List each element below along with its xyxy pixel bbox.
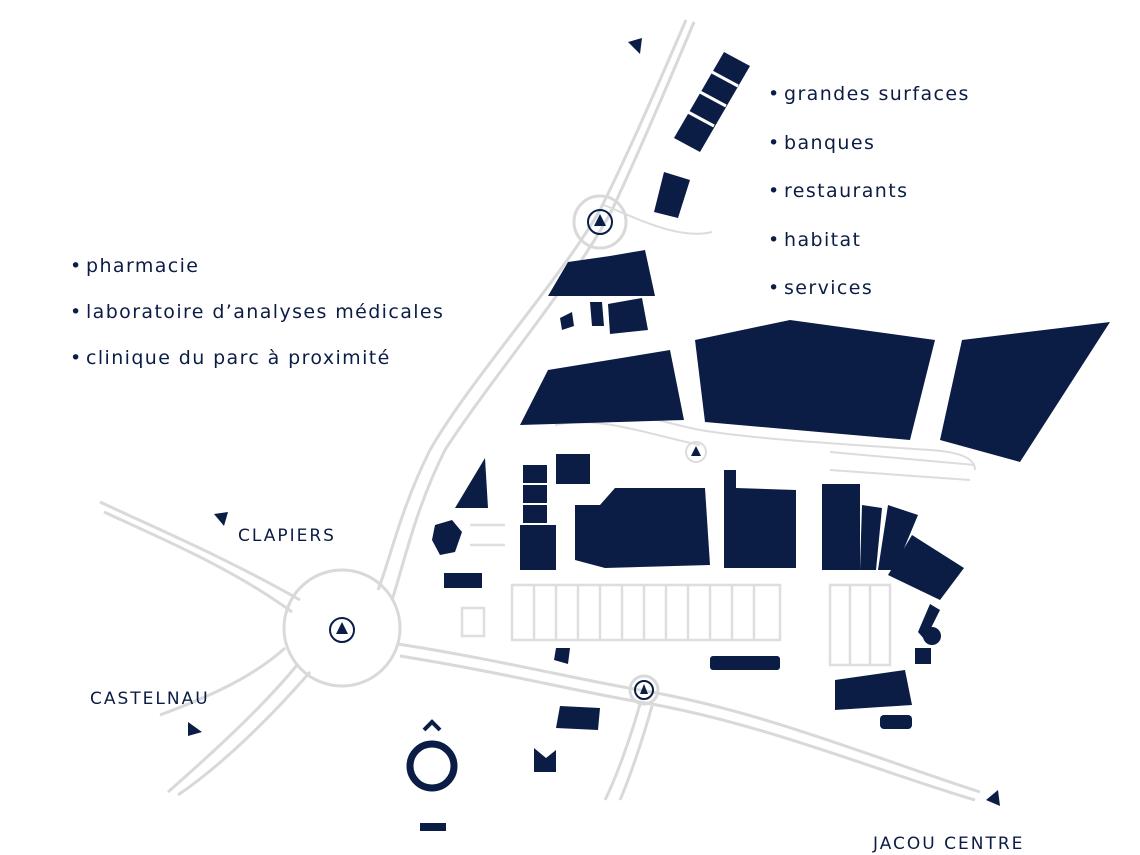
list-item: •laboratoire d’analyses médicales [70,301,445,323]
building [432,520,462,555]
road-network [99,19,981,802]
building [915,648,931,664]
direction-arrow-icon [214,512,228,526]
list-item: •grandes surfaces [768,83,970,105]
building [860,505,882,570]
place-label-jacou-centre: JACOU CENTRE [873,834,1025,854]
direction-arrow-icon [628,38,642,54]
list-item: •habitat [768,228,862,251]
building [608,298,648,334]
list-item: •restaurants [768,180,909,202]
building [590,302,604,326]
building [923,627,941,645]
building [554,648,570,664]
building [520,350,684,425]
building [654,172,690,218]
building [822,484,860,570]
building [520,525,556,570]
building [560,312,574,330]
building [880,715,912,729]
building [523,505,547,523]
building [556,706,600,730]
building [575,488,710,568]
building [534,748,556,772]
building [674,52,750,152]
building [695,320,935,440]
building [455,458,488,508]
services-list: •grandes surfaces •banques •restaurants … [768,82,970,325]
health-list: •pharmacie •laboratoire d’analyses médic… [70,254,444,392]
roundabout-icon [634,680,654,700]
list-item: •pharmacie [70,255,200,277]
logo-icon [406,719,458,831]
direction-arrow-icon [188,722,202,736]
building [888,535,964,600]
building [940,322,1110,462]
roundabout-icon [691,446,701,456]
building [878,505,918,570]
roundabout-icon [587,209,613,235]
parking-lot [460,523,892,667]
building [556,454,590,484]
list-item: •services [768,277,874,299]
list-item: •clinique du parc à proximité [70,347,391,369]
direction-arrow-icon [986,790,1000,806]
building [918,604,940,640]
roundabout-icon [329,617,355,643]
building [523,485,547,503]
building [523,465,547,483]
place-label-castelnau: CASTELNAU [90,689,210,709]
building [835,670,912,710]
building [710,656,780,670]
list-item: •banques [768,131,876,154]
building [548,250,655,296]
place-label-clapiers: CLAPIERS [238,526,336,546]
building [444,573,482,588]
building [724,470,796,568]
buildings [432,52,1110,772]
